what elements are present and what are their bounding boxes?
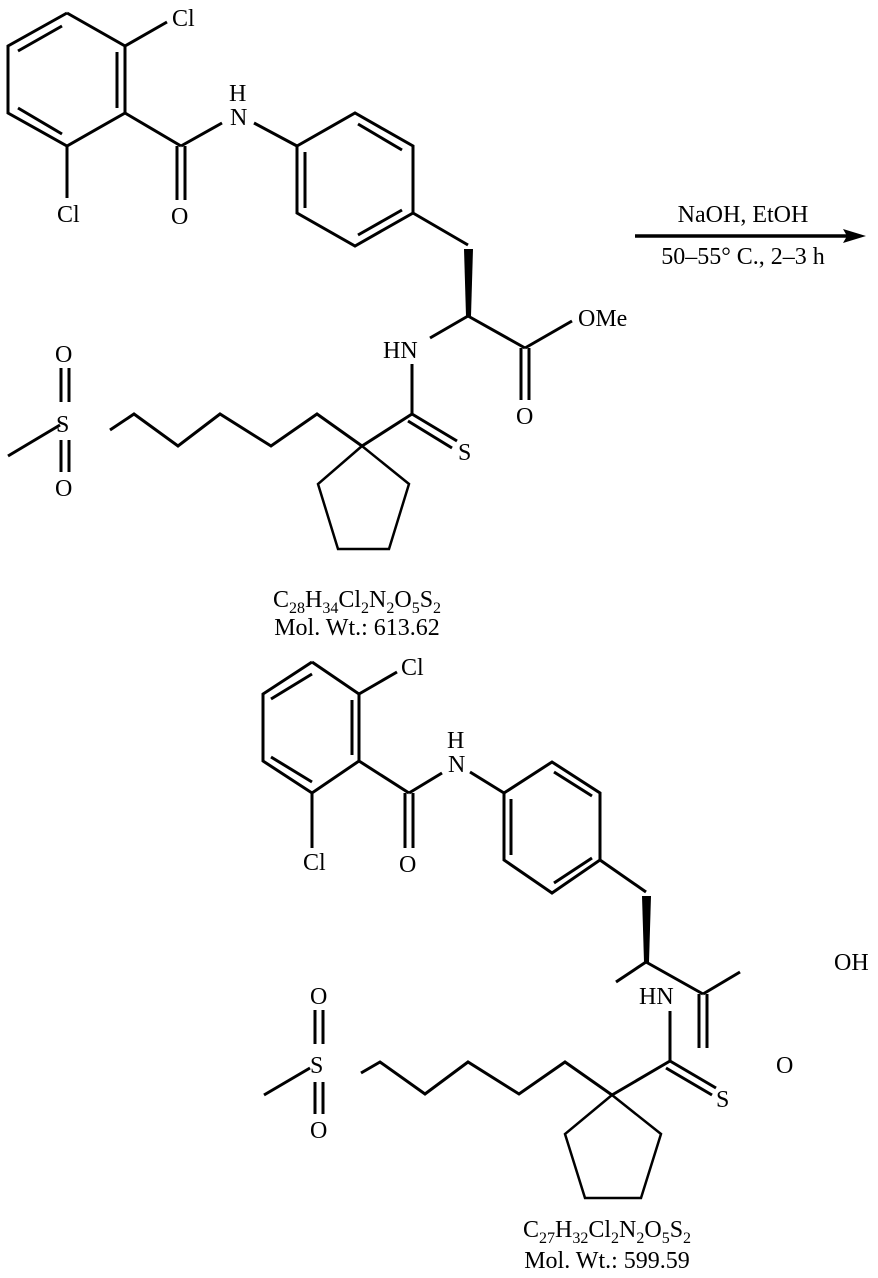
hydrogen-label: H [229,81,246,107]
dichlorophenyl-ring [6,11,127,148]
cyclopentane-ring [316,444,411,551]
stereo-wedge [642,896,651,962]
oxygen-label: O [55,476,72,502]
nh-label: HN [383,338,418,364]
product-formula: C27H32Cl2N2O5S2 [523,1217,691,1247]
phenylene-ring [295,111,415,248]
conditions-label: 50–55° C., 2–3 h [661,244,825,270]
reaction-arrow: NaOH, EtOH 50–55° C., 2–3 h [635,202,866,270]
nh-label: HN [639,984,674,1010]
cyclopentane-ring [563,1093,663,1200]
reactant-formula: C28H34Cl2N2O5S2 [273,587,441,617]
reactant-structure: Cl Cl O H N OMe O HN S [6,6,627,551]
sulfur-label: S [458,440,471,466]
oxygen-label: O [399,852,416,878]
chlorine-label: Cl [57,202,80,228]
methoxy-label: OMe [578,306,627,332]
hydroxyl-label: OH [834,950,869,976]
butyl-chain [360,1060,613,1097]
reactant-mol-wt: Mol. Wt.: 613.62 [274,615,440,641]
sulfur-label: S [310,1053,323,1079]
stereo-wedge [464,249,473,316]
hydrogen-label: H [447,728,464,754]
chlorine-label: Cl [172,6,195,32]
butyl-chain [109,412,363,448]
sulfur-label: S [716,1087,729,1113]
nitrogen-label: N [230,105,247,131]
phenylene-ring [502,760,602,895]
dichlorophenyl-ring [261,660,361,795]
arrow-head-icon [843,229,866,243]
chlorine-label: Cl [401,655,424,681]
product-structure: Cl Cl O H N OH O HN S S [261,655,869,1200]
oxygen-label: O [776,1053,793,1079]
oxygen-label: O [516,404,533,430]
sulfur-label: S [56,412,69,438]
nitrogen-label: N [448,752,465,778]
oxygen-label: O [171,204,188,230]
oxygen-label: O [310,984,327,1010]
chlorine-label: Cl [303,850,326,876]
oxygen-label: O [55,342,72,368]
oxygen-label: O [310,1118,327,1144]
product-mol-wt: Mol. Wt.: 599.59 [524,1248,690,1274]
reagents-label: NaOH, EtOH [678,202,809,228]
